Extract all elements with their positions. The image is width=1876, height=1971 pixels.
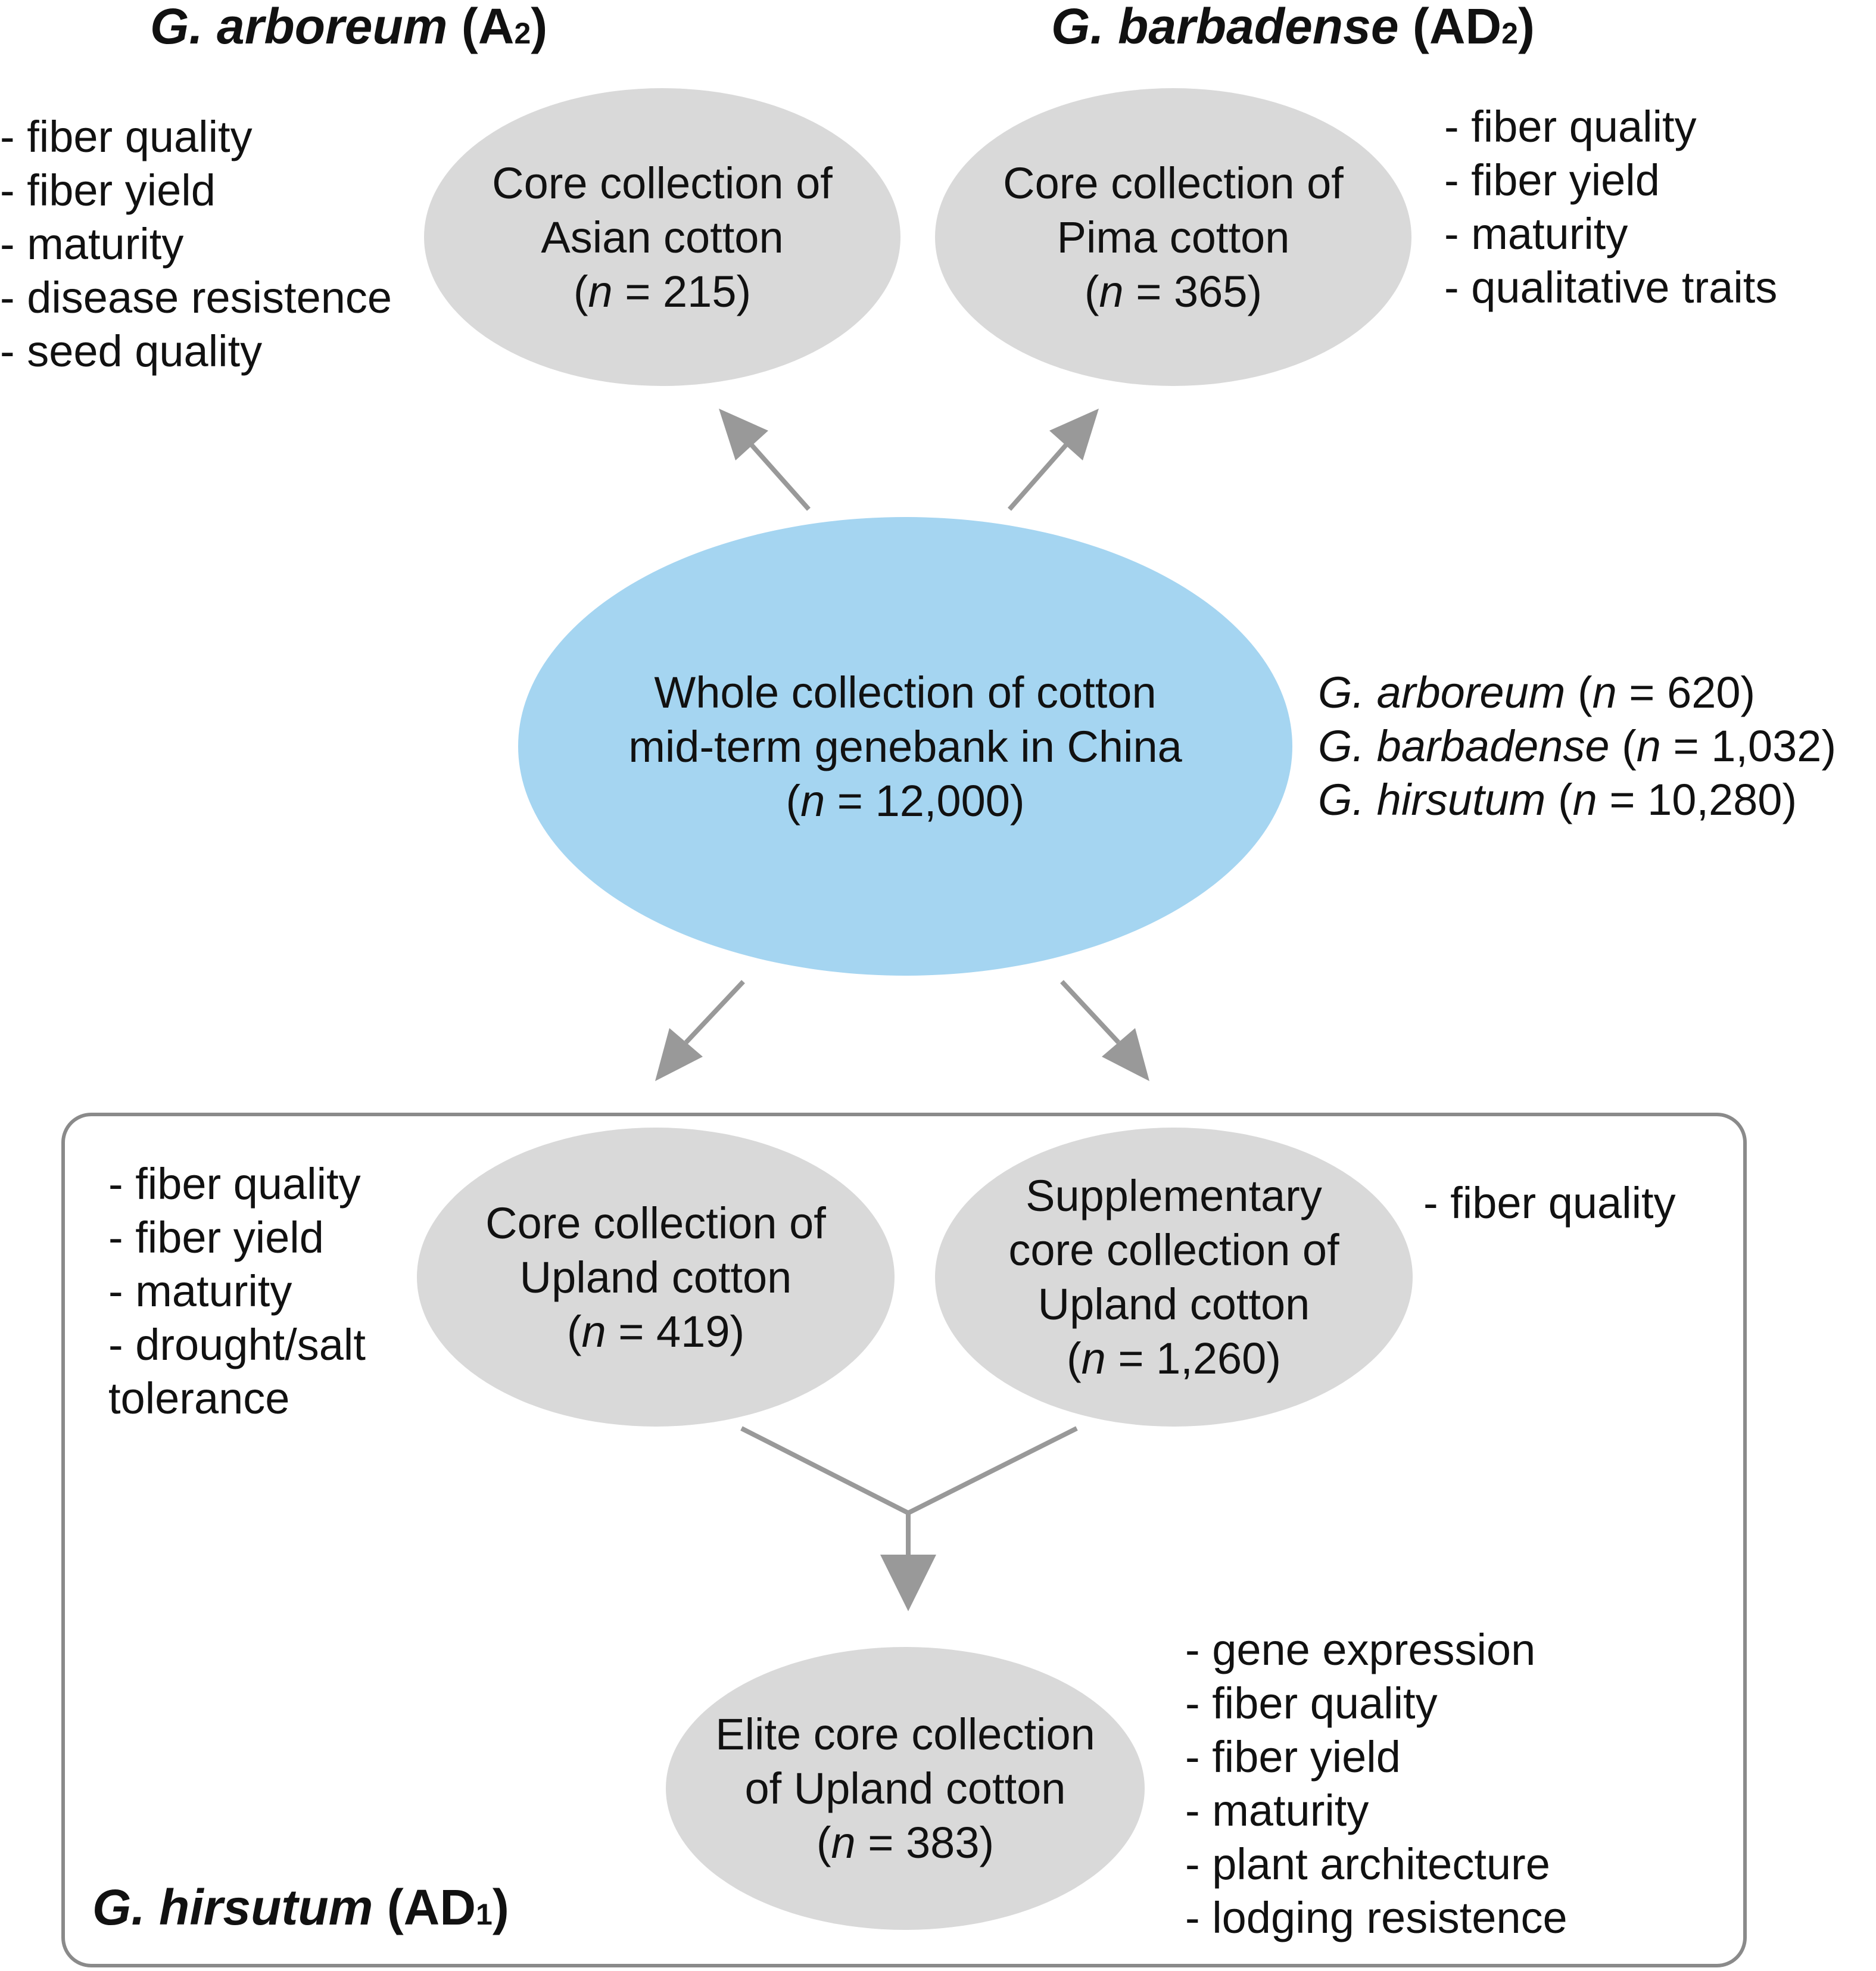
arrow-to-supplementary (1060, 980, 1120, 1044)
node-count: (n = 215) (573, 266, 752, 316)
asian-traits-list: - fiber quality - fiber yield - maturity… (0, 110, 392, 378)
arrow-to-asian (750, 443, 811, 511)
trait-item: - fiber yield (108, 1213, 324, 1262)
arrowhead-upland (655, 1028, 703, 1081)
heading-hirsutum: G. hirsutum (AD1) (92, 1879, 509, 1935)
trait-item: - fiber quality (1185, 1679, 1438, 1728)
species-count-row: G. arboreum (n = 620) (1318, 668, 1756, 717)
trait-item: - fiber quality (1444, 102, 1697, 151)
elite-upland-node: Elite core collection of Upland cotton (… (666, 1647, 1145, 1930)
heading-barbadense: G. barbadense (AD2) (1051, 0, 1535, 54)
trait-item: - qualitative traits (1444, 263, 1778, 312)
node-line: Upland cotton (1037, 1279, 1310, 1329)
species-counts-list: G. arboreum (n = 620) G. barbadense (n =… (1318, 666, 1836, 827)
trait-item: - disease resistence (0, 273, 392, 322)
trait-item: - fiber quality (108, 1159, 361, 1209)
trait-item: - gene expression (1185, 1625, 1536, 1674)
trait-item: - maturity (1185, 1786, 1369, 1835)
node-line: Core collection of (1003, 158, 1344, 208)
arrowhead-supplementary (1102, 1028, 1149, 1081)
hirsutum-group-box (61, 1113, 1747, 1967)
trait-item: - fiber quality (1423, 1178, 1676, 1228)
trait-item: - maturity (0, 219, 184, 269)
trait-item: - fiber yield (0, 166, 216, 215)
asian-cotton-node: Core collection of Asian cotton (n = 215… (424, 88, 900, 386)
arrowhead-pima (1049, 409, 1099, 460)
trait-item: - lodging resistence (1185, 1893, 1568, 1942)
node-line: Supplementary (1026, 1171, 1322, 1220)
node-line: Core collection of (485, 1198, 826, 1248)
heading-arboreum: G. arboreum (A2) (150, 0, 548, 54)
node-count: (n = 1,260) (1067, 1334, 1281, 1383)
node-count: (n = 419) (566, 1306, 745, 1356)
trait-item: tolerance (108, 1374, 290, 1423)
merge-connector (740, 1426, 1078, 1516)
trait-item: - seed quality (0, 326, 263, 376)
arrowhead-asian (719, 409, 768, 460)
node-line: core collection of (1008, 1225, 1339, 1275)
elite-traits-list: - gene expression - fiber quality - fibe… (1185, 1623, 1568, 1945)
node-line: Whole collection of cotton (654, 667, 1157, 717)
pima-cotton-node: Core collection of Pima cotton (n = 365) (935, 88, 1411, 386)
node-line: Upland cotton (519, 1252, 792, 1302)
species-count-row: G. hirsutum (n = 10,280) (1318, 775, 1797, 824)
trait-item: - maturity (108, 1266, 292, 1316)
whole-collection-node: Whole collection of cotton mid-term gene… (518, 517, 1292, 976)
pima-traits-list: - fiber quality - fiber yield - maturity… (1444, 100, 1777, 315)
node-count: (n = 12,000) (786, 776, 1025, 826)
trait-item: - maturity (1444, 209, 1628, 259)
species-count-row: G. barbadense (n = 1,032) (1318, 721, 1837, 771)
node-line: of Upland cotton (744, 1764, 1066, 1813)
trait-item: - plant architecture (1185, 1839, 1550, 1889)
arrow-to-pima (1007, 443, 1068, 511)
upland-cotton-node: Core collection of Upland cotton (n = 41… (417, 1128, 895, 1427)
supplementary-traits-list: - fiber quality (1423, 1176, 1676, 1230)
trait-item: - fiber quality (0, 112, 253, 161)
node-count: (n = 365) (1084, 266, 1263, 316)
node-line: Asian cotton (541, 212, 784, 262)
trait-item: - fiber yield (1185, 1732, 1401, 1782)
node-line: mid-term genebank in China (628, 721, 1182, 771)
supplementary-upland-node: Supplementary core collection of Upland … (935, 1128, 1413, 1427)
arrow-to-upland (684, 980, 745, 1044)
node-line: Core collection of (492, 158, 833, 208)
node-line: Pima cotton (1057, 212, 1290, 262)
node-count: (n = 383) (816, 1818, 995, 1867)
trait-item: - drought/salt (108, 1320, 366, 1369)
node-line: Elite core collection (715, 1710, 1095, 1759)
arrowhead-elite (880, 1555, 936, 1611)
upland-traits-list: - fiber quality - fiber yield - maturity… (108, 1157, 366, 1425)
trait-item: - fiber yield (1444, 155, 1660, 205)
